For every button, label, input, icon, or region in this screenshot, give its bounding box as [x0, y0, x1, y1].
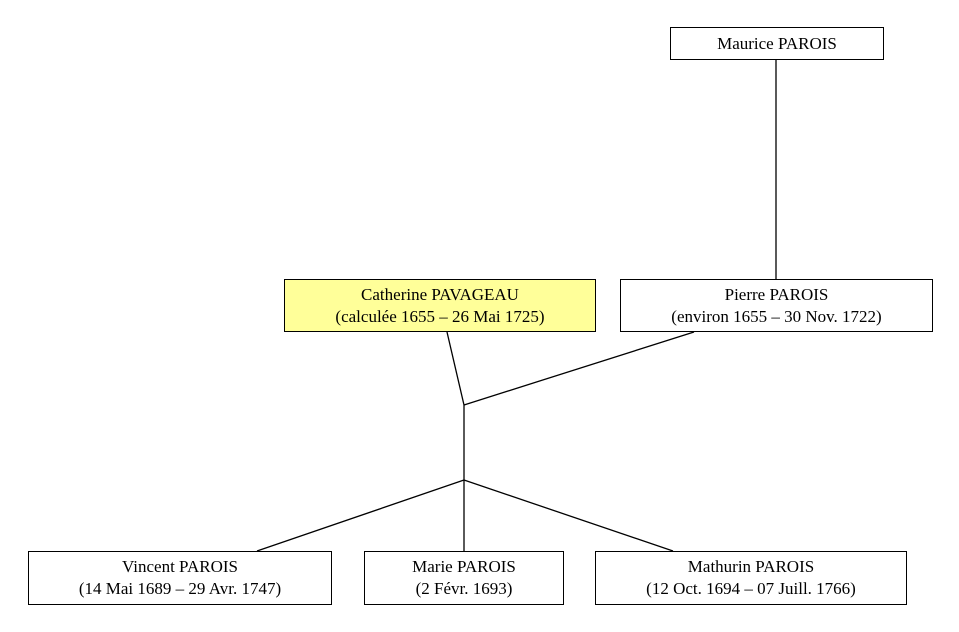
person-name: Maurice PAROIS: [717, 33, 837, 53]
person-box-pierre-parois[interactable]: Pierre PAROIS (environ 1655 – 30 Nov. 17…: [620, 279, 933, 332]
person-box-vincent-parois[interactable]: Vincent PAROIS (14 Mai 1689 – 29 Avr. 17…: [28, 551, 332, 605]
person-dates: (environ 1655 – 30 Nov. 1722): [671, 306, 882, 326]
person-name: Catherine PAVAGEAU: [361, 284, 519, 304]
person-name: Pierre PAROIS: [724, 284, 829, 304]
person-box-maurice-parois[interactable]: Maurice PAROIS: [670, 27, 884, 60]
person-name: Mathurin PAROIS: [687, 557, 815, 576]
person-dates: (calculée 1655 – 26 Mai 1725): [335, 306, 545, 326]
line-pierre-to-union: [463, 331, 695, 406]
person-box-marie-parois[interactable]: Marie PAROIS (2 Févr. 1693): [364, 551, 564, 605]
person-box-catherine-pavageau[interactable]: Catherine PAVAGEAU (calculée 1655 – 26 M…: [284, 279, 596, 332]
line-to-vincent: [256, 479, 465, 552]
person-dates: (14 Mai 1689 – 29 Avr. 1747): [78, 579, 282, 598]
line-catherine-to-union: [446, 331, 465, 406]
person-name: Marie PAROIS: [412, 557, 516, 576]
person-box-mathurin-parois[interactable]: Mathurin PAROIS (12 Oct. 1694 – 07 Juill…: [595, 551, 907, 605]
person-dates: (2 Févr. 1693): [415, 579, 513, 598]
person-name: Vincent PAROIS: [122, 557, 238, 576]
person-dates: (12 Oct. 1694 – 07 Juill. 1766): [646, 579, 856, 598]
line-to-mathurin: [463, 479, 674, 552]
